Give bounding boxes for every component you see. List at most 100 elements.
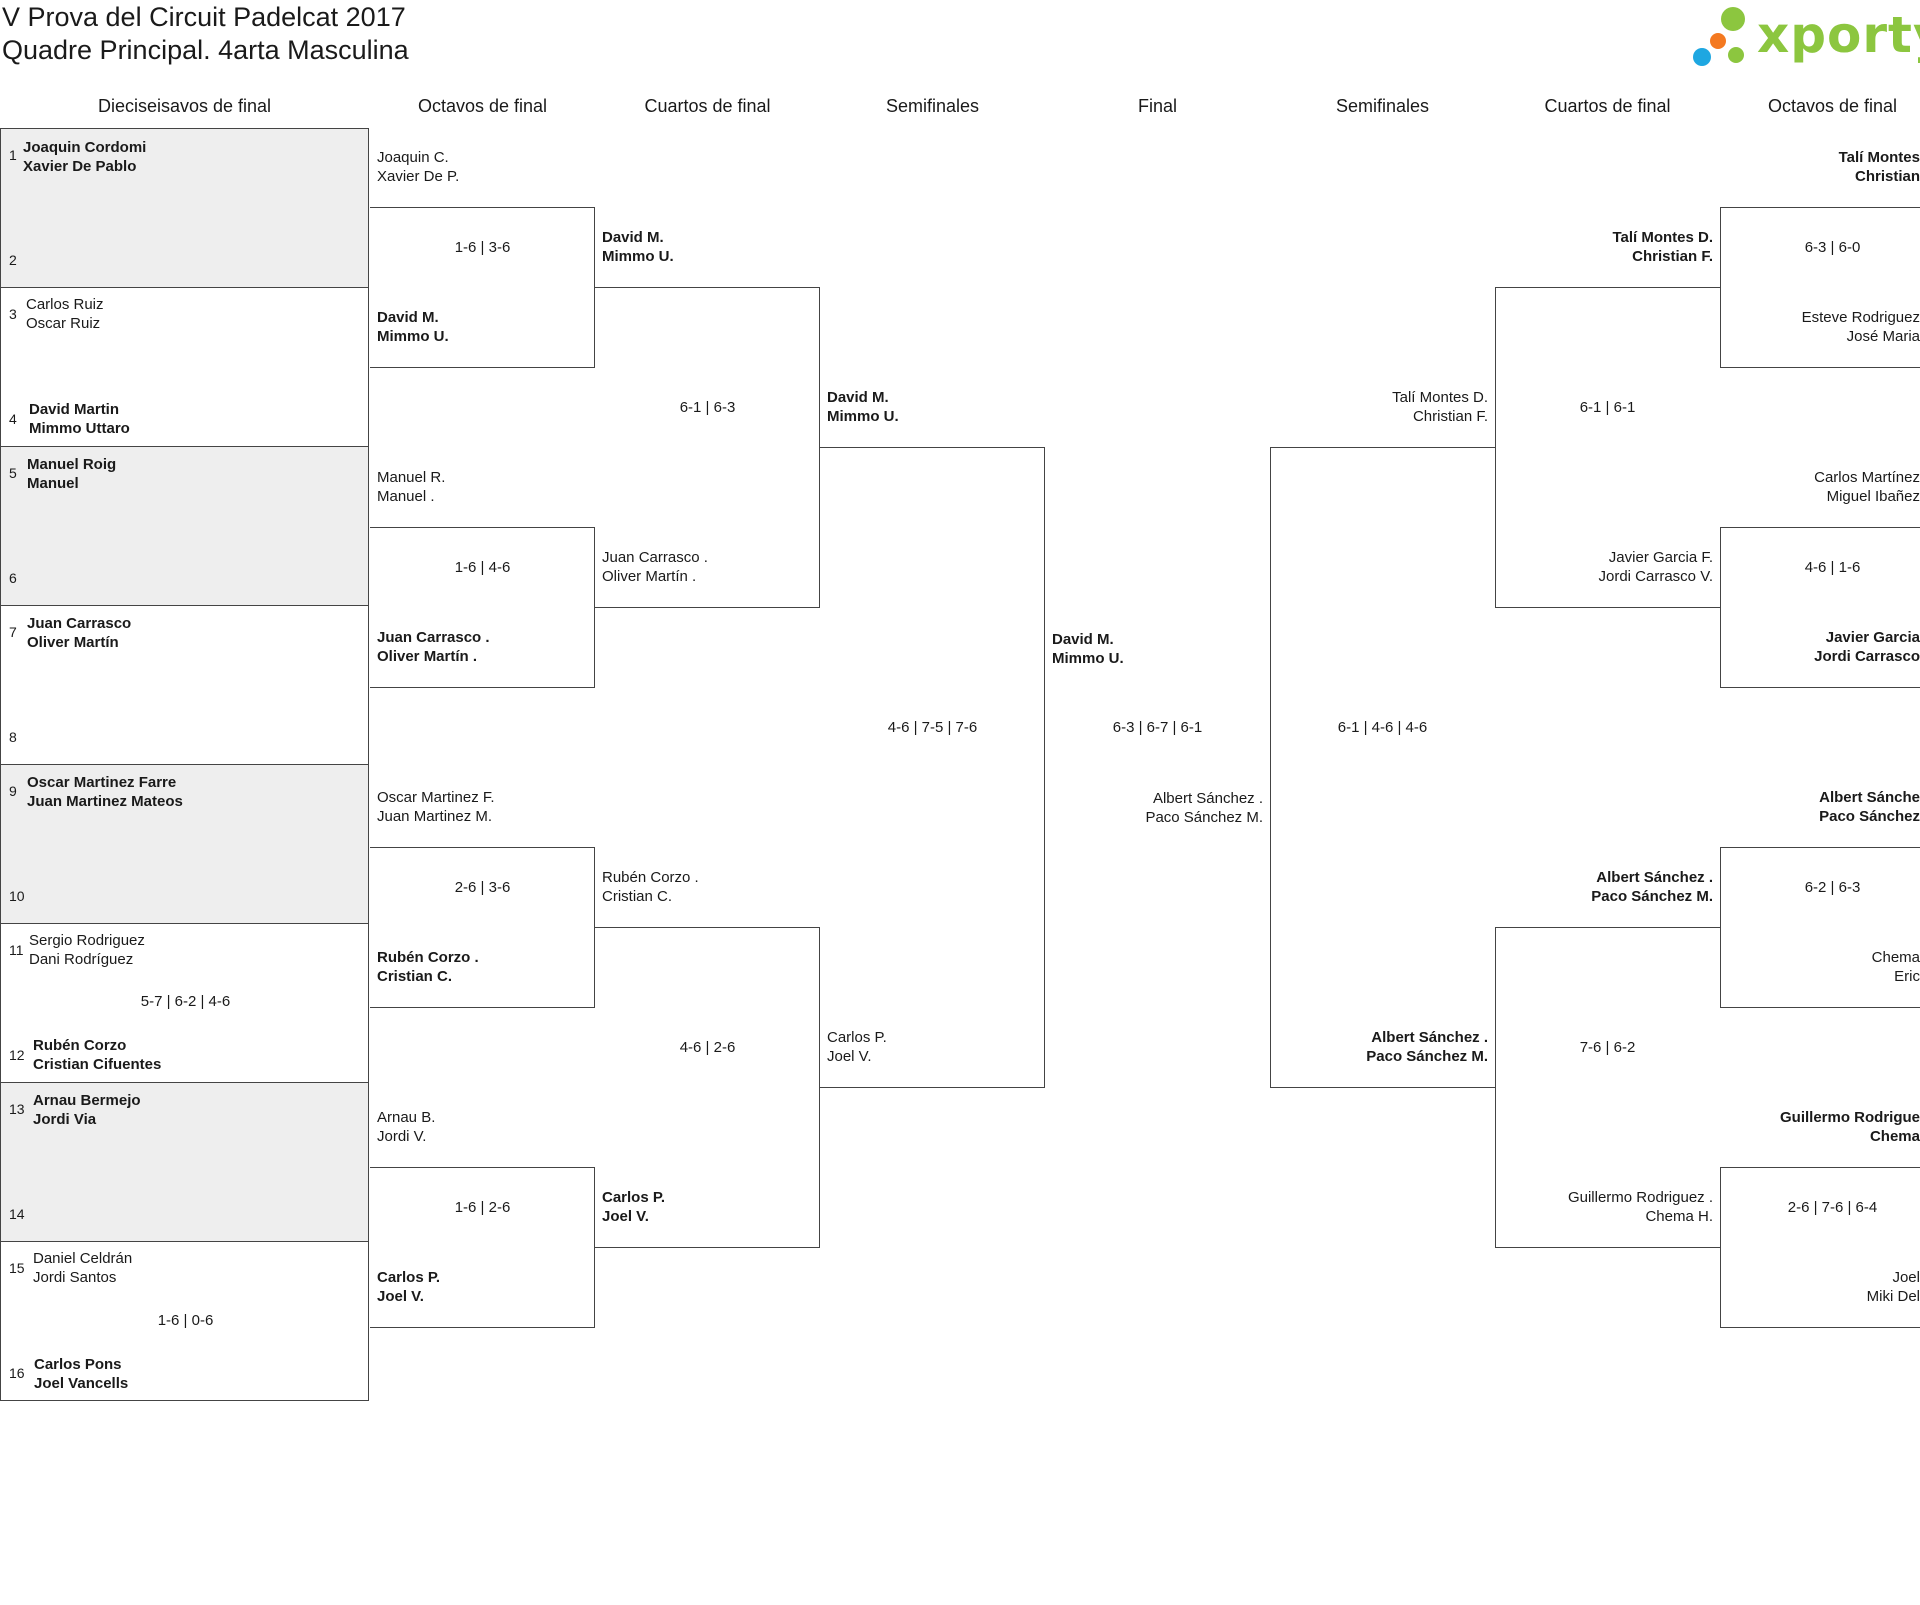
match-score: 4-6 | 7-5 | 7-6 xyxy=(887,719,978,736)
match-score: 1-6 | 0-6 xyxy=(157,1312,214,1329)
logo-text: xporty xyxy=(1757,6,1920,64)
team-name: Rubén Corzo . xyxy=(602,869,699,886)
player-name: Carlos Pons xyxy=(34,1356,122,1373)
seed-number: 5 xyxy=(9,465,17,481)
seed-number: 7 xyxy=(9,624,17,640)
qf-bracket-left-1 xyxy=(595,287,820,608)
team-name: Paco Sánchez xyxy=(1819,808,1920,825)
player-name: Rubén Corzo xyxy=(33,1037,127,1054)
team-name: Carlos P. xyxy=(602,1189,666,1206)
draw-subtitle: Quadre Principal. 4arta Masculina xyxy=(2,35,409,65)
r16-bracket-right-2 xyxy=(1720,527,1920,688)
team-name: Jordi V. xyxy=(377,1128,427,1145)
qf-bracket-right-1 xyxy=(1495,287,1720,608)
match-score: 6-1 | 6-3 xyxy=(679,399,736,416)
player-name: Juan Carrasco xyxy=(27,615,132,632)
player-name: Joel Vancells xyxy=(34,1375,129,1392)
team-name: Chema xyxy=(1871,949,1920,966)
r16-bracket-left-3 xyxy=(370,847,595,1008)
player-name: Manuel xyxy=(27,475,79,492)
match-score: 6-1 | 4-6 | 4-6 xyxy=(1337,719,1428,736)
player-name: Daniel Celdrán xyxy=(33,1250,133,1267)
column-header-sf-right: Semifinales xyxy=(1335,96,1430,116)
qf-bracket-right-2 xyxy=(1495,927,1720,1248)
r16-bracket-left-4 xyxy=(370,1167,595,1328)
team-name: Chema xyxy=(1869,1128,1920,1145)
team-name: David M. xyxy=(377,309,439,326)
column-header-sf-left: Semifinales xyxy=(885,96,980,116)
r32-match-5: 9 Oscar Martinez Farre Juan Martinez Mat… xyxy=(0,764,369,924)
team-name: Talí Montes D. xyxy=(1392,389,1488,406)
team-name: Javier Garcia xyxy=(1825,629,1920,646)
team-name: Carlos Martínez xyxy=(1814,469,1920,486)
r16-bracket-left-1 xyxy=(370,207,595,368)
r16-bracket-right-1 xyxy=(1720,207,1920,368)
team-name: Oscar Martinez F. xyxy=(377,789,495,806)
r32-match-2: 3 Carlos Ruiz Oscar Ruiz 4 David Martin … xyxy=(0,287,369,447)
player-name: Arnau Bermejo xyxy=(33,1092,141,1109)
player-name: Jordi Via xyxy=(33,1111,97,1128)
xporty-dots-logo-icon xyxy=(1693,7,1745,66)
team-name: Jordi Carrasco xyxy=(1814,648,1920,665)
seed-number: 10 xyxy=(9,888,25,904)
team-name: Guillermo Rodrigue xyxy=(1779,1109,1920,1126)
seed-number: 15 xyxy=(9,1260,25,1276)
team-name: Carlos P. xyxy=(377,1269,441,1286)
r16-bracket-right-4 xyxy=(1720,1167,1920,1328)
team-name: Mimmo U. xyxy=(602,248,674,265)
finalist-name: Albert Sánchez . xyxy=(1152,790,1263,807)
r32-match-6: 11 Sergio Rodriguez Dani Rodríguez 5-7 |… xyxy=(0,923,369,1083)
match-score: 5-7 | 6-2 | 4-6 xyxy=(140,993,231,1010)
xporty-logo[interactable]: xporty xyxy=(1690,2,1920,70)
match-score: 2-6 | 3-6 xyxy=(454,879,511,896)
player-name: Juan Martinez Mateos xyxy=(27,793,183,810)
match-score: 4-6 | 1-6 xyxy=(1804,559,1861,576)
seed-number: 14 xyxy=(9,1206,25,1222)
seed-number: 4 xyxy=(9,411,17,427)
player-name: Joaquin Cordomi xyxy=(23,139,147,156)
player-name: Sergio Rodriguez xyxy=(29,932,145,949)
seed-number: 12 xyxy=(9,1047,25,1063)
team-name: Eric xyxy=(1894,968,1920,985)
team-name: Paco Sánchez M. xyxy=(1366,1048,1488,1065)
r32-match-3: 5 Manuel Roig Manuel 6 xyxy=(0,446,369,606)
team-name: Rubén Corzo . xyxy=(377,949,479,966)
team-name: Albert Sánchez . xyxy=(1596,869,1713,886)
team-name: Manuel . xyxy=(377,488,435,505)
r32-match-1: 1 Joaquin Cordomi Xavier De Pablo 2 xyxy=(0,128,369,288)
team-name: Oliver Martín . xyxy=(377,648,478,665)
column-header-qf-left: Cuartos de final xyxy=(644,96,771,116)
column-header-r16-left: Octavos de final xyxy=(417,96,548,116)
player-name: Xavier De Pablo xyxy=(23,158,137,175)
match-score: 6-2 | 6-3 xyxy=(1804,879,1861,896)
team-name: Chema H. xyxy=(1645,1208,1713,1225)
match-score: 6-3 | 6-0 xyxy=(1804,239,1861,256)
final-score: 6-3 | 6-7 | 6-1 xyxy=(1112,719,1203,736)
r32-match-8: 15 Daniel Celdrán Jordi Santos 1-6 | 0-6… xyxy=(0,1241,369,1401)
seed-number: 6 xyxy=(9,570,17,586)
qf-bracket-left-2 xyxy=(595,927,820,1248)
team-name: Christian F. xyxy=(1412,408,1488,425)
match-score: 1-6 | 3-6 xyxy=(454,239,511,256)
team-name: Christian xyxy=(1854,168,1920,185)
team-name: Cristian C. xyxy=(377,968,453,985)
team-name: Manuel R. xyxy=(377,469,446,486)
team-name: Joel xyxy=(1892,1269,1920,1286)
team-name: Talí Montes D. xyxy=(1612,229,1713,246)
team-name: Talí Montes xyxy=(1838,149,1920,166)
seed-number: 3 xyxy=(9,306,17,322)
team-name: Joel V. xyxy=(377,1288,424,1305)
column-header-r32: Dieciseisavos de final xyxy=(97,96,272,116)
team-name: Juan Carrasco . xyxy=(602,549,708,566)
column-header-r16-right: Octavos de final xyxy=(1767,96,1898,116)
team-name: Arnau B. xyxy=(377,1109,436,1126)
player-name: Dani Rodríguez xyxy=(29,951,134,968)
seed-number: 16 xyxy=(9,1365,25,1381)
team-name: Joel V. xyxy=(602,1208,649,1225)
r32-match-4: 7 Juan Carrasco Oliver Martín 8 xyxy=(0,605,369,765)
team-name: Carlos P. xyxy=(827,1029,887,1046)
team-name: Guillermo Rodriguez . xyxy=(1567,1189,1713,1206)
finalist-name: David M. xyxy=(1052,631,1114,648)
team-name: Xavier De P. xyxy=(377,168,460,185)
team-name: Paco Sánchez M. xyxy=(1591,888,1713,905)
